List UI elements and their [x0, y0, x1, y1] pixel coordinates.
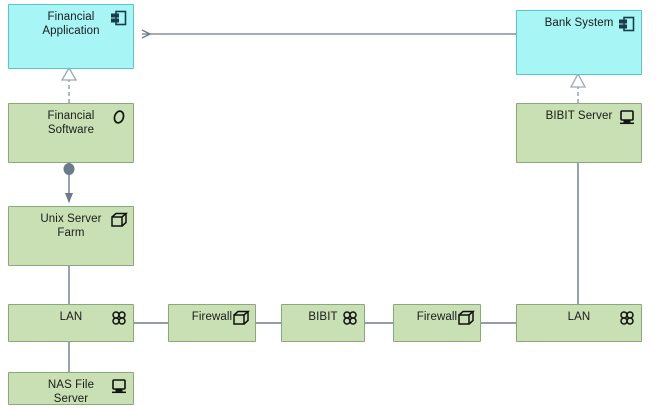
node-label-unix-server-farm: Unix Server Farm [40, 213, 102, 239]
node-label-bibit: BIBIT [308, 311, 338, 323]
device-icon [620, 110, 634, 125]
node-bibit-server[interactable]: BIBIT Server [516, 103, 642, 163]
node-label-firewall-left: Firewall [191, 311, 233, 323]
component-icon [619, 16, 635, 32]
edge-bibit-server-realizes-bank-system [569, 72, 587, 103]
node-financial-application[interactable]: Financial Application [8, 4, 134, 69]
cube-node-icon [233, 310, 250, 325]
artifact-oval-icon [113, 110, 125, 124]
network-icon [620, 311, 634, 325]
node-lan-right[interactable]: LAN [516, 304, 642, 342]
node-label-financial-application: Financial Application [42, 11, 100, 37]
node-label-lan-right: LAN [567, 311, 591, 323]
node-label-firewall-right: Firewall [416, 311, 458, 323]
node-label-bibit-server: BIBIT Server [545, 110, 613, 122]
node-label-lan-left: LAN [59, 311, 83, 323]
network-icon [112, 311, 126, 325]
device-icon [112, 379, 126, 394]
node-financial-software[interactable]: Financial Software [8, 103, 134, 163]
node-bank-system[interactable]: Bank System [516, 10, 642, 75]
node-firewall-left[interactable]: Firewall [168, 304, 256, 342]
node-bibit[interactable]: BIBIT [281, 304, 365, 342]
node-firewall-right[interactable]: Firewall [393, 304, 481, 342]
node-unix-server-farm[interactable]: Unix Server Farm [8, 206, 134, 266]
cube-node-icon [458, 310, 475, 325]
component-icon [111, 10, 127, 26]
network-icon [343, 311, 357, 325]
node-label-financial-software: Financial Software [47, 110, 95, 136]
cube-node-icon [111, 212, 128, 227]
edge-financial-software-realizes-financial-application [60, 66, 78, 103]
node-nas-file-server[interactable]: NAS File Server [8, 372, 134, 405]
node-label-bank-system: Bank System [544, 17, 614, 29]
node-label-nas-file-server: NAS File Server [47, 379, 95, 405]
edge-financial-software-assigned-unix-server-farm [63, 163, 75, 202]
node-lan-left[interactable]: LAN [8, 304, 134, 342]
